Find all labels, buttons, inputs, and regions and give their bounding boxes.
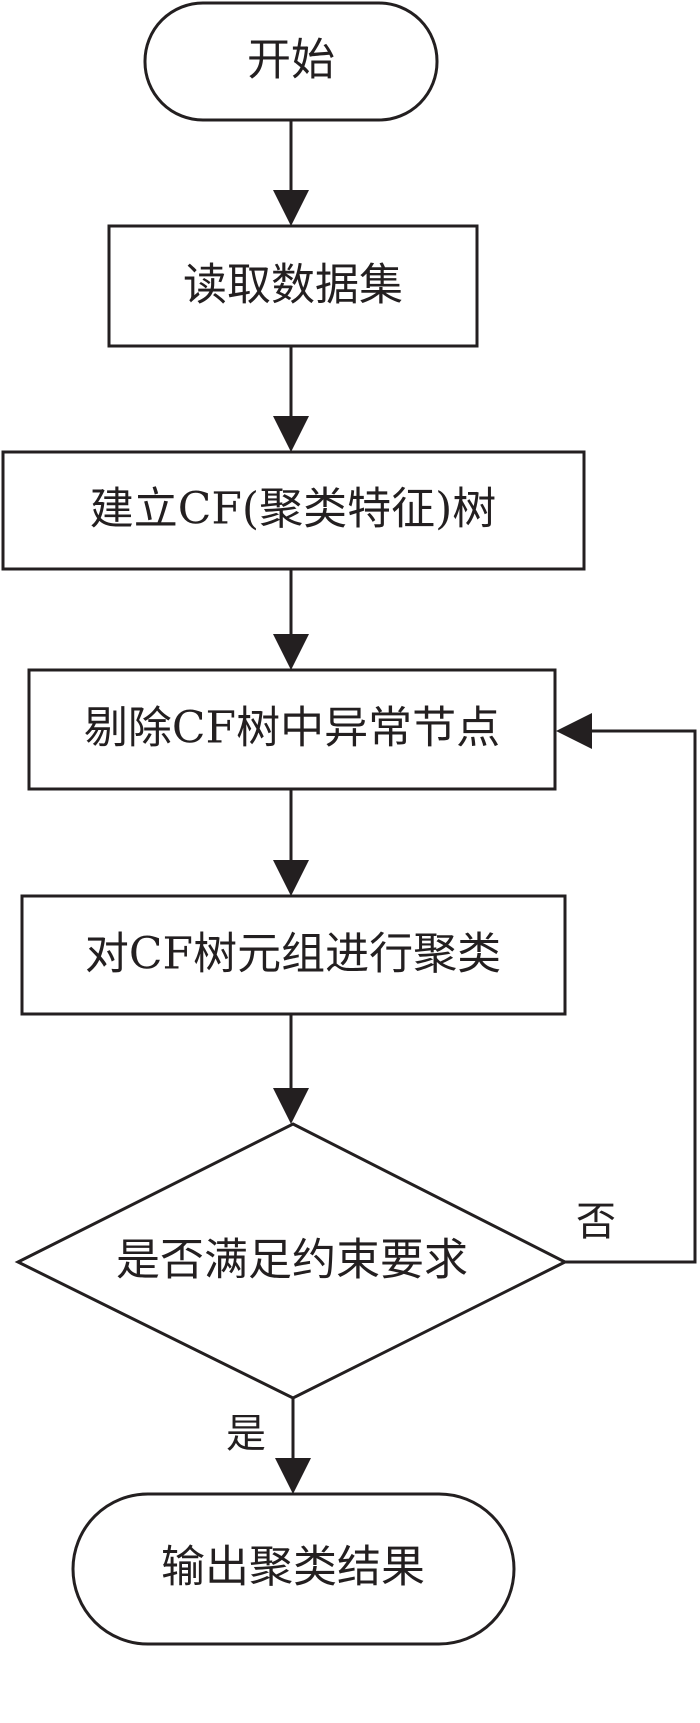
yes-branch-label: 是 bbox=[226, 1411, 266, 1457]
arrow-start-to-read bbox=[273, 120, 309, 226]
read-dataset-label: 读取数据集 bbox=[183, 260, 403, 311]
check-constraints-label: 是否满足约束要求 bbox=[116, 1235, 468, 1286]
remove-outliers-label: 剔除CF树中异常节点 bbox=[84, 703, 500, 754]
remove-outliers-node: 剔除CF树中异常节点 bbox=[27, 668, 557, 791]
output-results-label: 输出聚类结果 bbox=[161, 1542, 425, 1593]
read-dataset-node: 读取数据集 bbox=[107, 224, 479, 348]
start-node: 开始 bbox=[143, 1, 439, 122]
arrowhead bbox=[273, 190, 309, 226]
arrowhead bbox=[273, 634, 309, 670]
arrow-yes-to-output bbox=[275, 1398, 311, 1494]
cluster-tuples-label: 对CF树元组进行聚类 bbox=[85, 929, 501, 980]
cluster-tuples-node: 对CF树元组进行聚类 bbox=[20, 894, 567, 1016]
remove-outliers-box bbox=[27, 668, 557, 791]
no-branch-label: 否 bbox=[576, 1199, 616, 1245]
arrow-build-to-remove bbox=[273, 569, 309, 670]
arrowhead bbox=[273, 860, 309, 896]
arrowhead bbox=[556, 713, 592, 749]
read-dataset-box bbox=[107, 224, 479, 348]
arrow-remove-to-cluster bbox=[273, 789, 309, 896]
check-constraints-decision: 是否满足约束要求 bbox=[14, 1122, 569, 1400]
build-cf-tree-label: 建立CF(聚类特征)树 bbox=[90, 484, 497, 535]
no-loop-line bbox=[565, 729, 697, 1264]
arrowhead bbox=[275, 1458, 311, 1494]
arrowhead bbox=[273, 416, 309, 452]
arrow-no-loop bbox=[556, 713, 697, 1264]
start-label: 开始 bbox=[247, 35, 335, 86]
cluster-tuples-box bbox=[20, 894, 567, 1016]
arrowhead bbox=[273, 1088, 309, 1124]
output-results-node: 输出聚类结果 bbox=[71, 1492, 516, 1646]
arrow-read-to-build bbox=[273, 346, 309, 452]
arrow-cluster-to-decision bbox=[273, 1014, 309, 1124]
build-cf-tree-box bbox=[1, 450, 586, 571]
build-cf-tree-node: 建立CF(聚类特征)树 bbox=[1, 450, 586, 571]
output-terminator-shape bbox=[71, 1492, 516, 1646]
